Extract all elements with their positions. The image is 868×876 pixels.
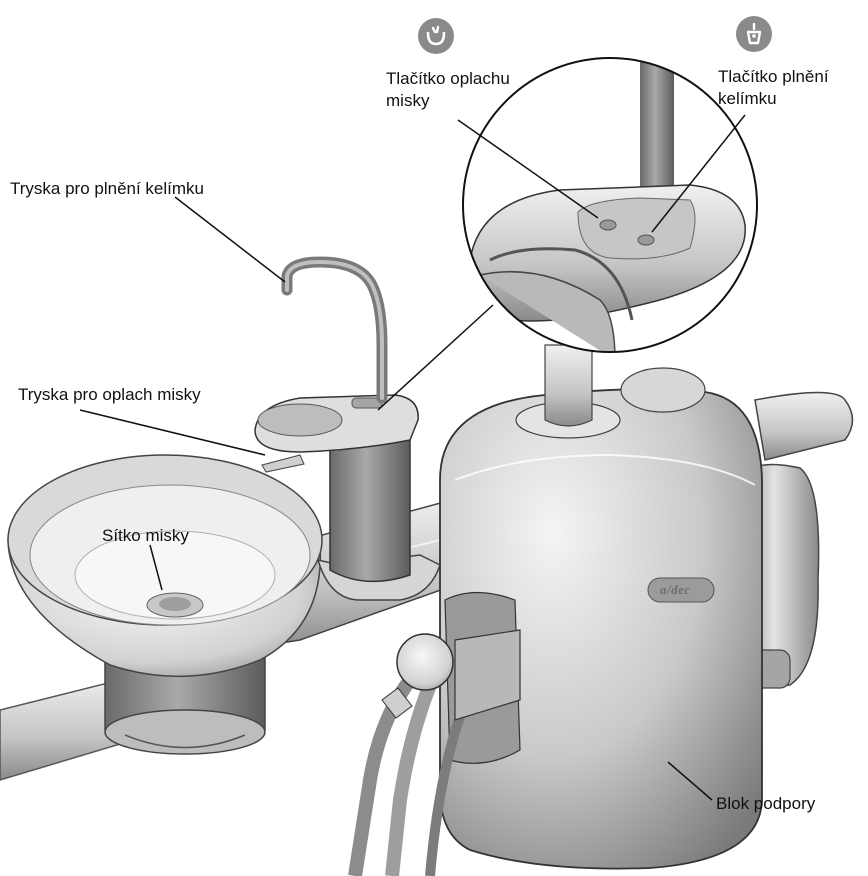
label-bowl-rinse-nozzle: Tryska pro oplach misky xyxy=(18,384,201,406)
label-cup-filler-button-line2: kelímku xyxy=(718,88,829,110)
brand-logo: a/dec xyxy=(660,582,691,598)
bowl-rinse-icon xyxy=(418,18,454,54)
label-bowl-rinse-button: Tlačítko oplachu misky xyxy=(386,68,510,112)
leader-cup-filler-nozzle xyxy=(175,197,285,282)
label-cup-filler-button-line1: Tlačítko plnění xyxy=(718,66,829,88)
label-cup-filler-nozzle: Tryska pro plnění kelímku xyxy=(10,178,204,200)
label-bowl-rinse-button-line2: misky xyxy=(386,90,510,112)
leader-bowl-rinse-nozzle xyxy=(80,410,265,455)
label-cup-filler-button: Tlačítko plnění kelímku xyxy=(718,66,829,110)
cuspidor-bowl xyxy=(8,455,322,676)
label-bowl-rinse-button-line1: Tlačítko oplachu xyxy=(386,68,510,90)
cup-fill-icon xyxy=(736,16,772,52)
support-block-body xyxy=(440,345,853,869)
label-support-block: Blok podpory xyxy=(716,793,815,815)
label-bowl-strainer: Sítko misky xyxy=(102,525,189,547)
